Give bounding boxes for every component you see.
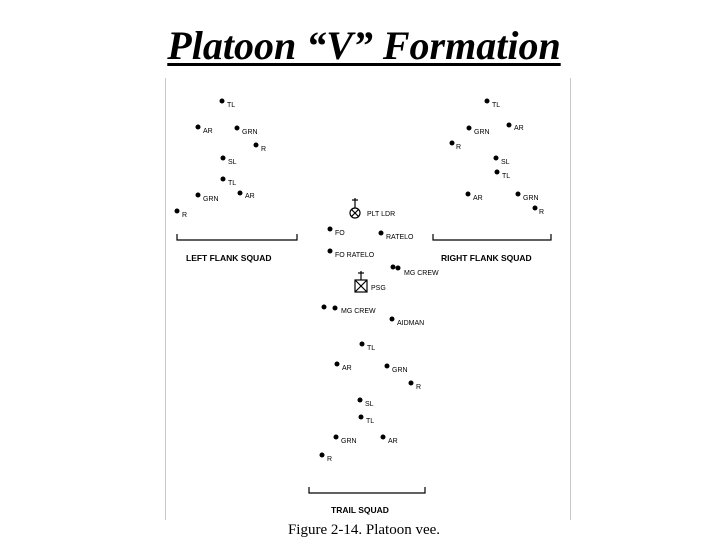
soldier-dot xyxy=(378,230,384,236)
plt-ldr-label: PLT LDR xyxy=(367,211,395,218)
right-squad-bracket xyxy=(432,234,552,241)
soldier-dot xyxy=(195,192,201,198)
soldier-dot xyxy=(408,380,414,386)
label-sl: SL xyxy=(501,159,510,166)
label-aidman: AIDMAN xyxy=(397,320,424,327)
soldier-dot xyxy=(494,169,500,175)
label-r: R xyxy=(261,146,266,153)
platoon-headquarters: PLT LDR FO RATELO FO RATELO MG CREW PSG … xyxy=(321,198,439,327)
platoon-sergeant-symbol xyxy=(354,279,368,293)
label-ar: AR xyxy=(388,438,398,445)
label-sl: SL xyxy=(365,401,374,408)
soldier-dot xyxy=(380,434,386,440)
label-tl: TL xyxy=(492,102,500,109)
soldier-dot xyxy=(195,124,201,130)
right-flank-squad: TL GRN AR R SL TL AR GRN R RIGHT FLANK S… xyxy=(432,98,552,263)
label-sl: SL xyxy=(228,159,237,166)
soldier-dot xyxy=(220,176,226,182)
label-ar: AR xyxy=(473,195,483,202)
soldier-dot xyxy=(237,190,243,196)
soldier-dot xyxy=(174,208,180,214)
soldier-dot xyxy=(319,452,325,458)
soldier-dot xyxy=(465,191,471,197)
label-grn: GRN xyxy=(474,129,490,136)
label-r: R xyxy=(327,456,332,463)
label-mg-crew: MG CREW xyxy=(404,270,439,277)
label-r: R xyxy=(182,212,187,219)
soldier-dot xyxy=(321,304,327,310)
soldier-dot xyxy=(359,341,365,347)
label-ar: AR xyxy=(514,125,524,132)
figure-caption: Figure 2-14. Platoon vee. xyxy=(287,522,441,538)
left-squad-bracket xyxy=(176,234,298,241)
soldier-dot xyxy=(253,142,259,148)
label-grn: GRN xyxy=(341,438,357,445)
label-tl: TL xyxy=(366,418,374,425)
soldier-dot xyxy=(334,361,340,367)
label-grn: GRN xyxy=(392,367,408,374)
left-flank-squad-label: LEFT FLANK SQUAD xyxy=(186,253,271,263)
soldier-dot xyxy=(357,397,363,403)
label-r: R xyxy=(416,384,421,391)
label-r: R xyxy=(539,209,544,216)
soldier-dot xyxy=(234,125,240,131)
label-tl: TL xyxy=(227,102,235,109)
label-grn: GRN xyxy=(523,195,539,202)
label-ar: AR xyxy=(342,365,352,372)
label-fo: FO xyxy=(335,230,345,237)
label-tl: TL xyxy=(502,173,510,180)
trail-squad-label: TRAIL SQUAD xyxy=(331,505,389,515)
soldier-dot xyxy=(506,122,512,128)
right-flank-squad-label: RIGHT FLANK SQUAD xyxy=(441,253,532,263)
slide-title: Platoon “V” Formation xyxy=(167,23,561,68)
soldier-dot xyxy=(358,414,364,420)
label-fo-rtelo: FO RATELO xyxy=(335,252,375,259)
trail-squad: TL AR GRN R SL TL GRN AR R TRAIL SQUAD xyxy=(308,341,426,515)
soldier-dot xyxy=(390,264,396,270)
soldier-dot xyxy=(532,205,538,211)
soldier-dot xyxy=(384,363,390,369)
soldier-dot xyxy=(219,98,225,104)
label-tl: TL xyxy=(367,345,375,352)
platoon-leader-symbol xyxy=(349,207,361,219)
soldier-dot xyxy=(220,155,226,161)
soldier-dot xyxy=(484,98,490,104)
label-mg-crew: MG CREW xyxy=(341,308,376,315)
soldier-dot xyxy=(449,140,455,146)
soldier-dot xyxy=(493,155,499,161)
label-ar: AR xyxy=(245,193,255,200)
label-grn: GRN xyxy=(242,129,258,136)
label-rtelo: RATELO xyxy=(386,234,414,241)
trail-squad-bracket xyxy=(308,487,426,494)
soldier-dot xyxy=(389,316,395,322)
soldier-dot xyxy=(395,265,401,271)
left-flank-squad: TL AR GRN R SL TL GRN AR R LEFT FLANK SQ… xyxy=(174,98,298,263)
figure-frame xyxy=(165,78,571,520)
soldier-dot xyxy=(515,191,521,197)
label-grn: GRN xyxy=(203,196,219,203)
label-r: R xyxy=(456,144,461,151)
label-ar: AR xyxy=(203,128,213,135)
soldier-dot xyxy=(333,434,339,440)
soldier-dot xyxy=(466,125,472,131)
soldier-dot xyxy=(327,226,333,232)
label-tl: TL xyxy=(228,180,236,187)
psg-label: PSG xyxy=(371,285,386,292)
soldier-dot xyxy=(332,305,338,311)
soldier-dot xyxy=(327,248,333,254)
